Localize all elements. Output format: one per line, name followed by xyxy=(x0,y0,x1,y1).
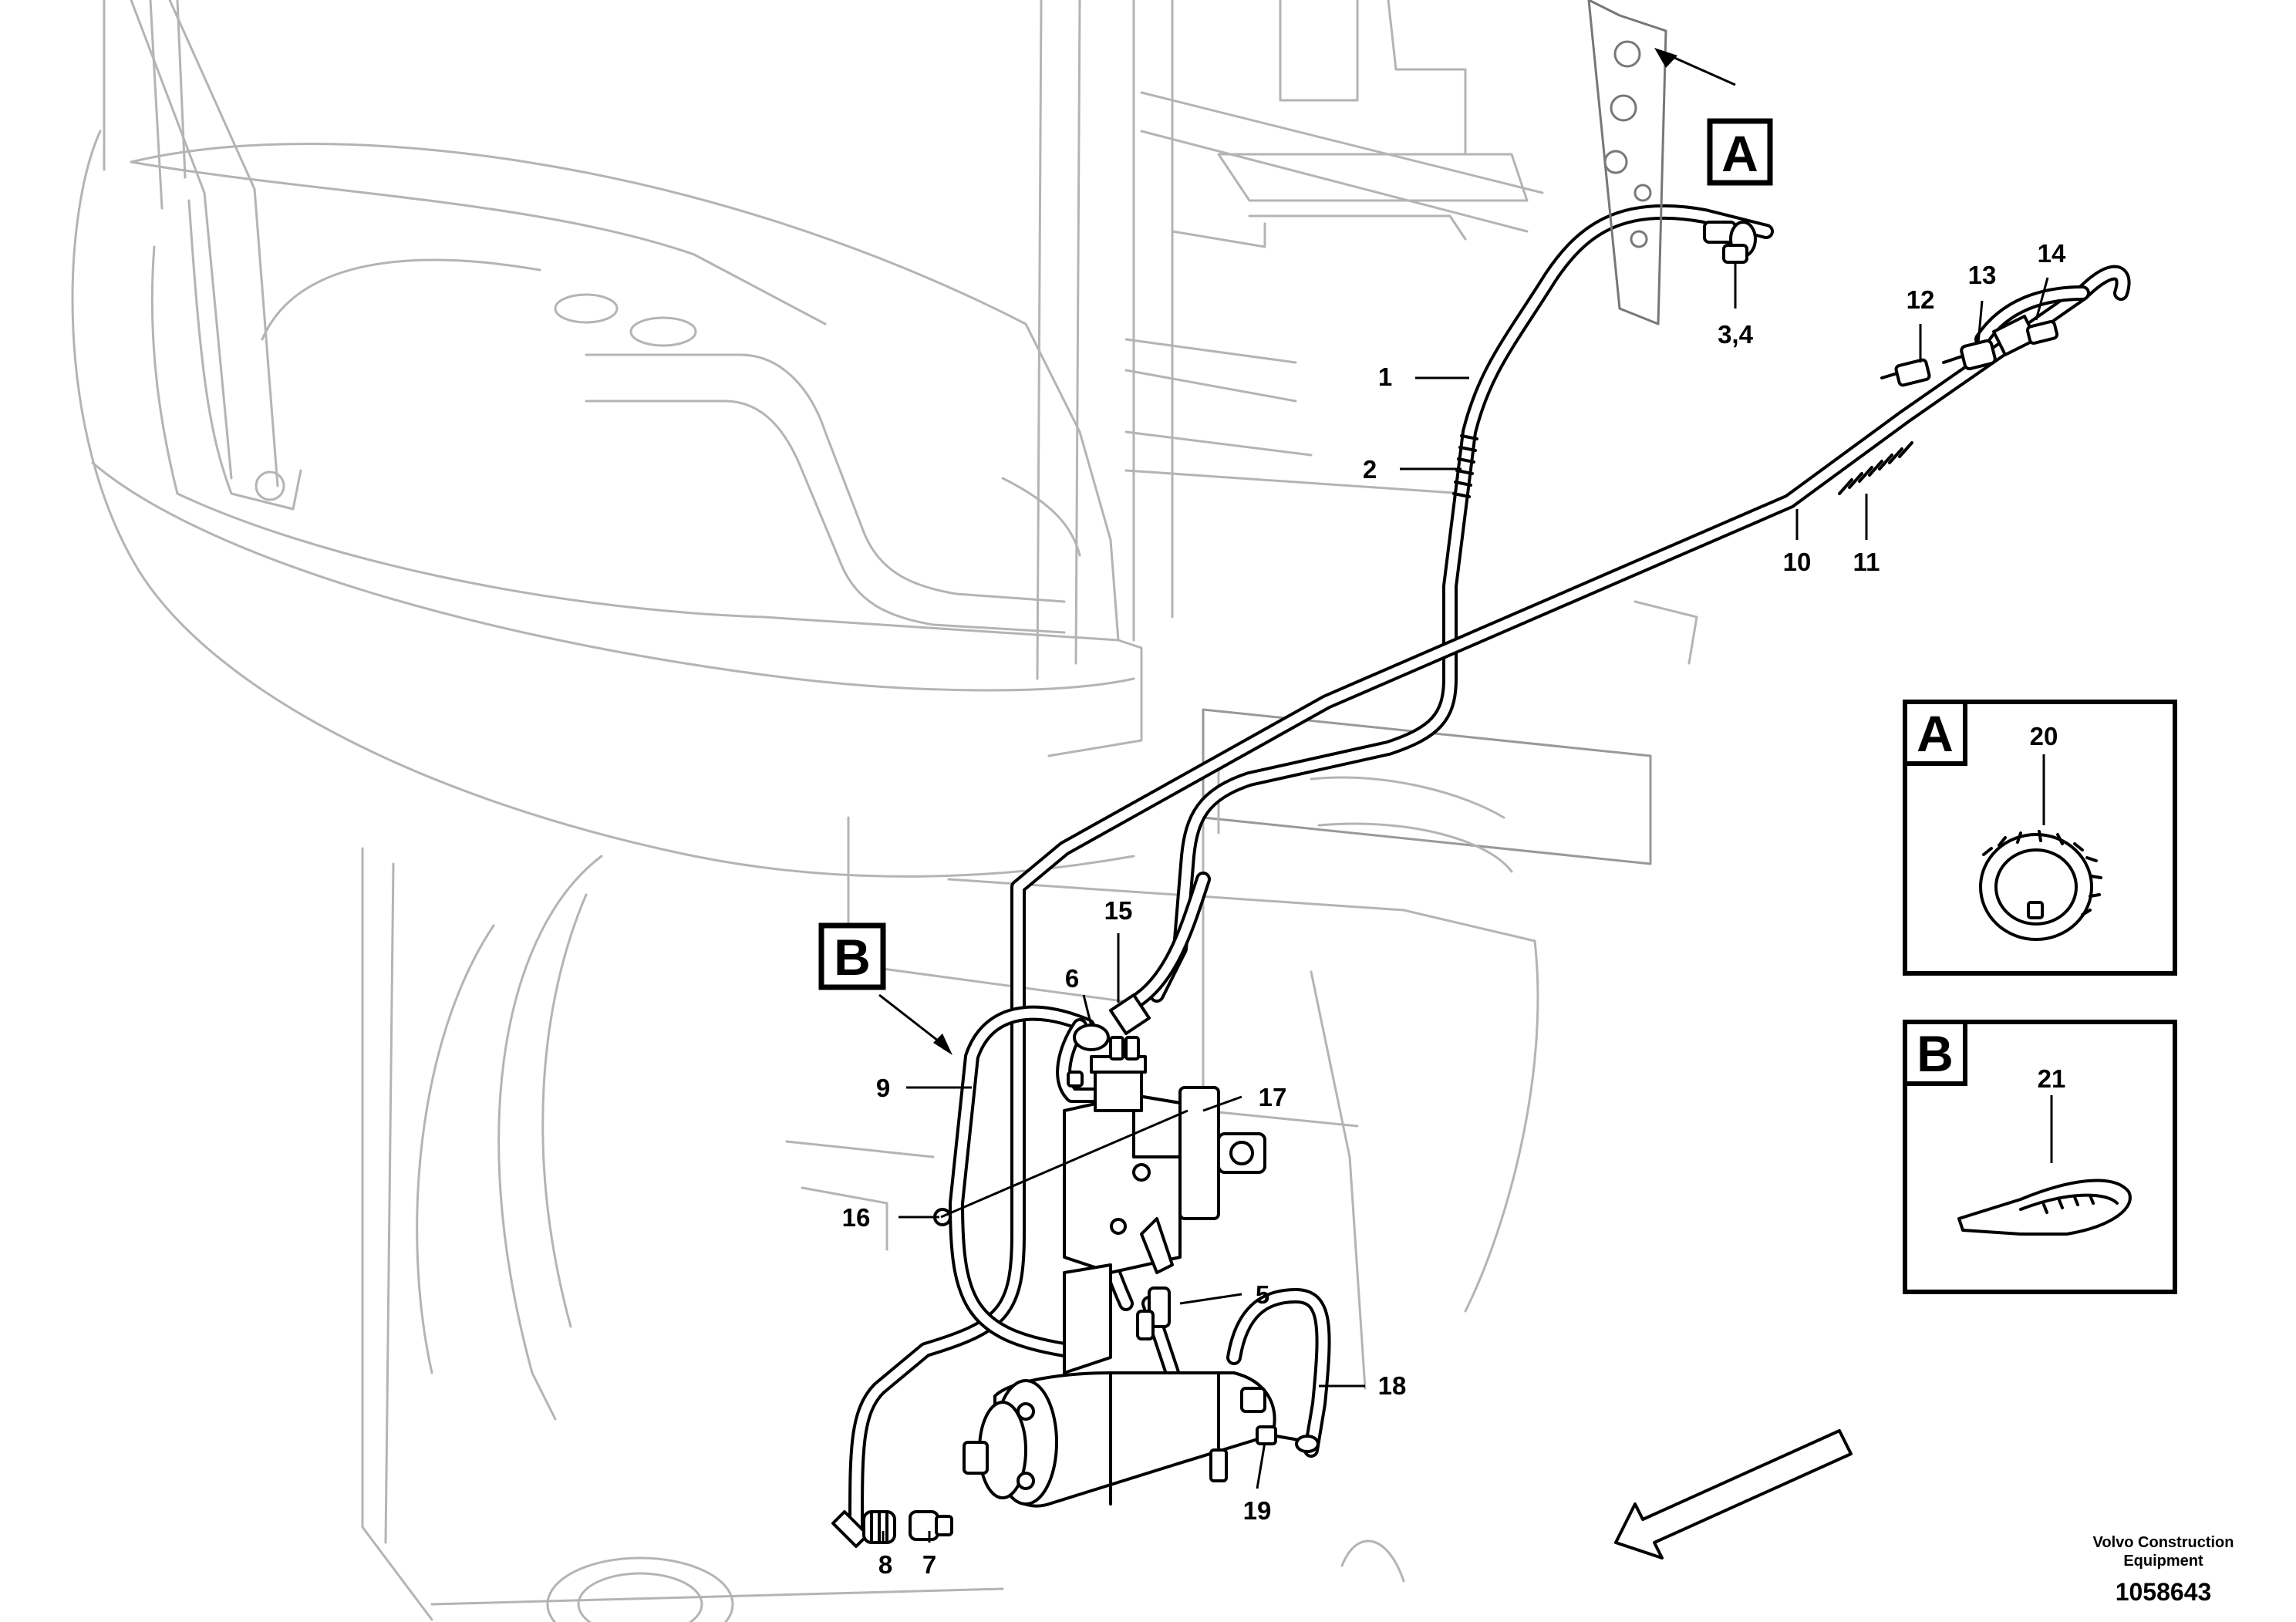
arrowhead-a xyxy=(1654,48,1677,68)
fitting-13 xyxy=(1942,339,1997,371)
detail-panel-b: B 21 xyxy=(1903,1020,2177,1294)
credit-line-2: Equipment xyxy=(2123,1553,2203,1570)
callout-12: 12 xyxy=(1907,285,1935,314)
callout-15: 15 xyxy=(1104,896,1133,925)
machine-background xyxy=(71,0,1698,1622)
fitting-3-4 xyxy=(1703,221,1757,264)
svg-text:B: B xyxy=(1917,1025,1954,1082)
callout-3-4: 3,4 xyxy=(1718,320,1754,349)
spring-guard-2 xyxy=(1452,434,1478,498)
svg-text:B: B xyxy=(834,929,871,986)
callout-numbers: 1 2 3,4 5 6 7 8 9 10 11 12 13 14 15 16 1… xyxy=(842,239,2066,1579)
credit-block: Volvo Construction Equipment 1058643 xyxy=(2093,1534,2234,1606)
hose-assembly xyxy=(848,204,2131,1535)
document-number: 1058643 xyxy=(2116,1578,2212,1606)
callout-6: 6 xyxy=(1065,964,1079,993)
direction-arrow xyxy=(1614,1429,1853,1560)
callout-2: 2 xyxy=(1363,455,1377,484)
callout-7: 7 xyxy=(922,1550,936,1579)
callout-5: 5 xyxy=(1256,1280,1269,1309)
fitting-5 xyxy=(1136,1286,1171,1340)
callout-10: 10 xyxy=(1783,548,1812,576)
coupling-8 xyxy=(831,1510,896,1548)
callout-16: 16 xyxy=(842,1203,871,1232)
leader-lines xyxy=(878,52,2049,1543)
cable-tie-21 xyxy=(1957,1179,2132,1236)
callout-18: 18 xyxy=(1378,1371,1407,1400)
callout-13: 13 xyxy=(1968,261,1997,289)
valve-block xyxy=(1063,1036,1266,1274)
coupling-7 xyxy=(909,1510,953,1541)
callout-11: 11 xyxy=(1853,548,1880,576)
callout-20: 20 xyxy=(2030,722,2058,750)
callout-8: 8 xyxy=(878,1550,892,1579)
callout-9: 9 xyxy=(876,1074,890,1102)
detail-panel-a: A 20 xyxy=(1903,700,2177,976)
fitting-15 xyxy=(1109,993,1151,1035)
fitting-12 xyxy=(1880,358,1931,387)
pump-motor xyxy=(963,1263,1276,1508)
callout-14: 14 xyxy=(2038,239,2066,268)
box-callout-a: A xyxy=(1707,118,1773,186)
callout-17: 17 xyxy=(1259,1083,1287,1111)
credit-line-1: Volvo Construction xyxy=(2093,1534,2234,1551)
svg-text:A: A xyxy=(1917,705,1954,762)
callout-19: 19 xyxy=(1243,1496,1272,1525)
fitting-14 xyxy=(1992,315,2059,356)
ring-nut-20 xyxy=(1979,830,2102,941)
spring-guard-11 xyxy=(1838,441,1913,495)
svg-text:A: A xyxy=(1721,125,1758,182)
bolt-19 xyxy=(1256,1425,1320,1453)
arrowhead-b xyxy=(933,1034,952,1055)
box-callout-b: B xyxy=(818,922,886,990)
mounting-bracket xyxy=(1587,0,1667,325)
callout-21: 21 xyxy=(2038,1064,2066,1093)
callout-1: 1 xyxy=(1378,363,1392,391)
